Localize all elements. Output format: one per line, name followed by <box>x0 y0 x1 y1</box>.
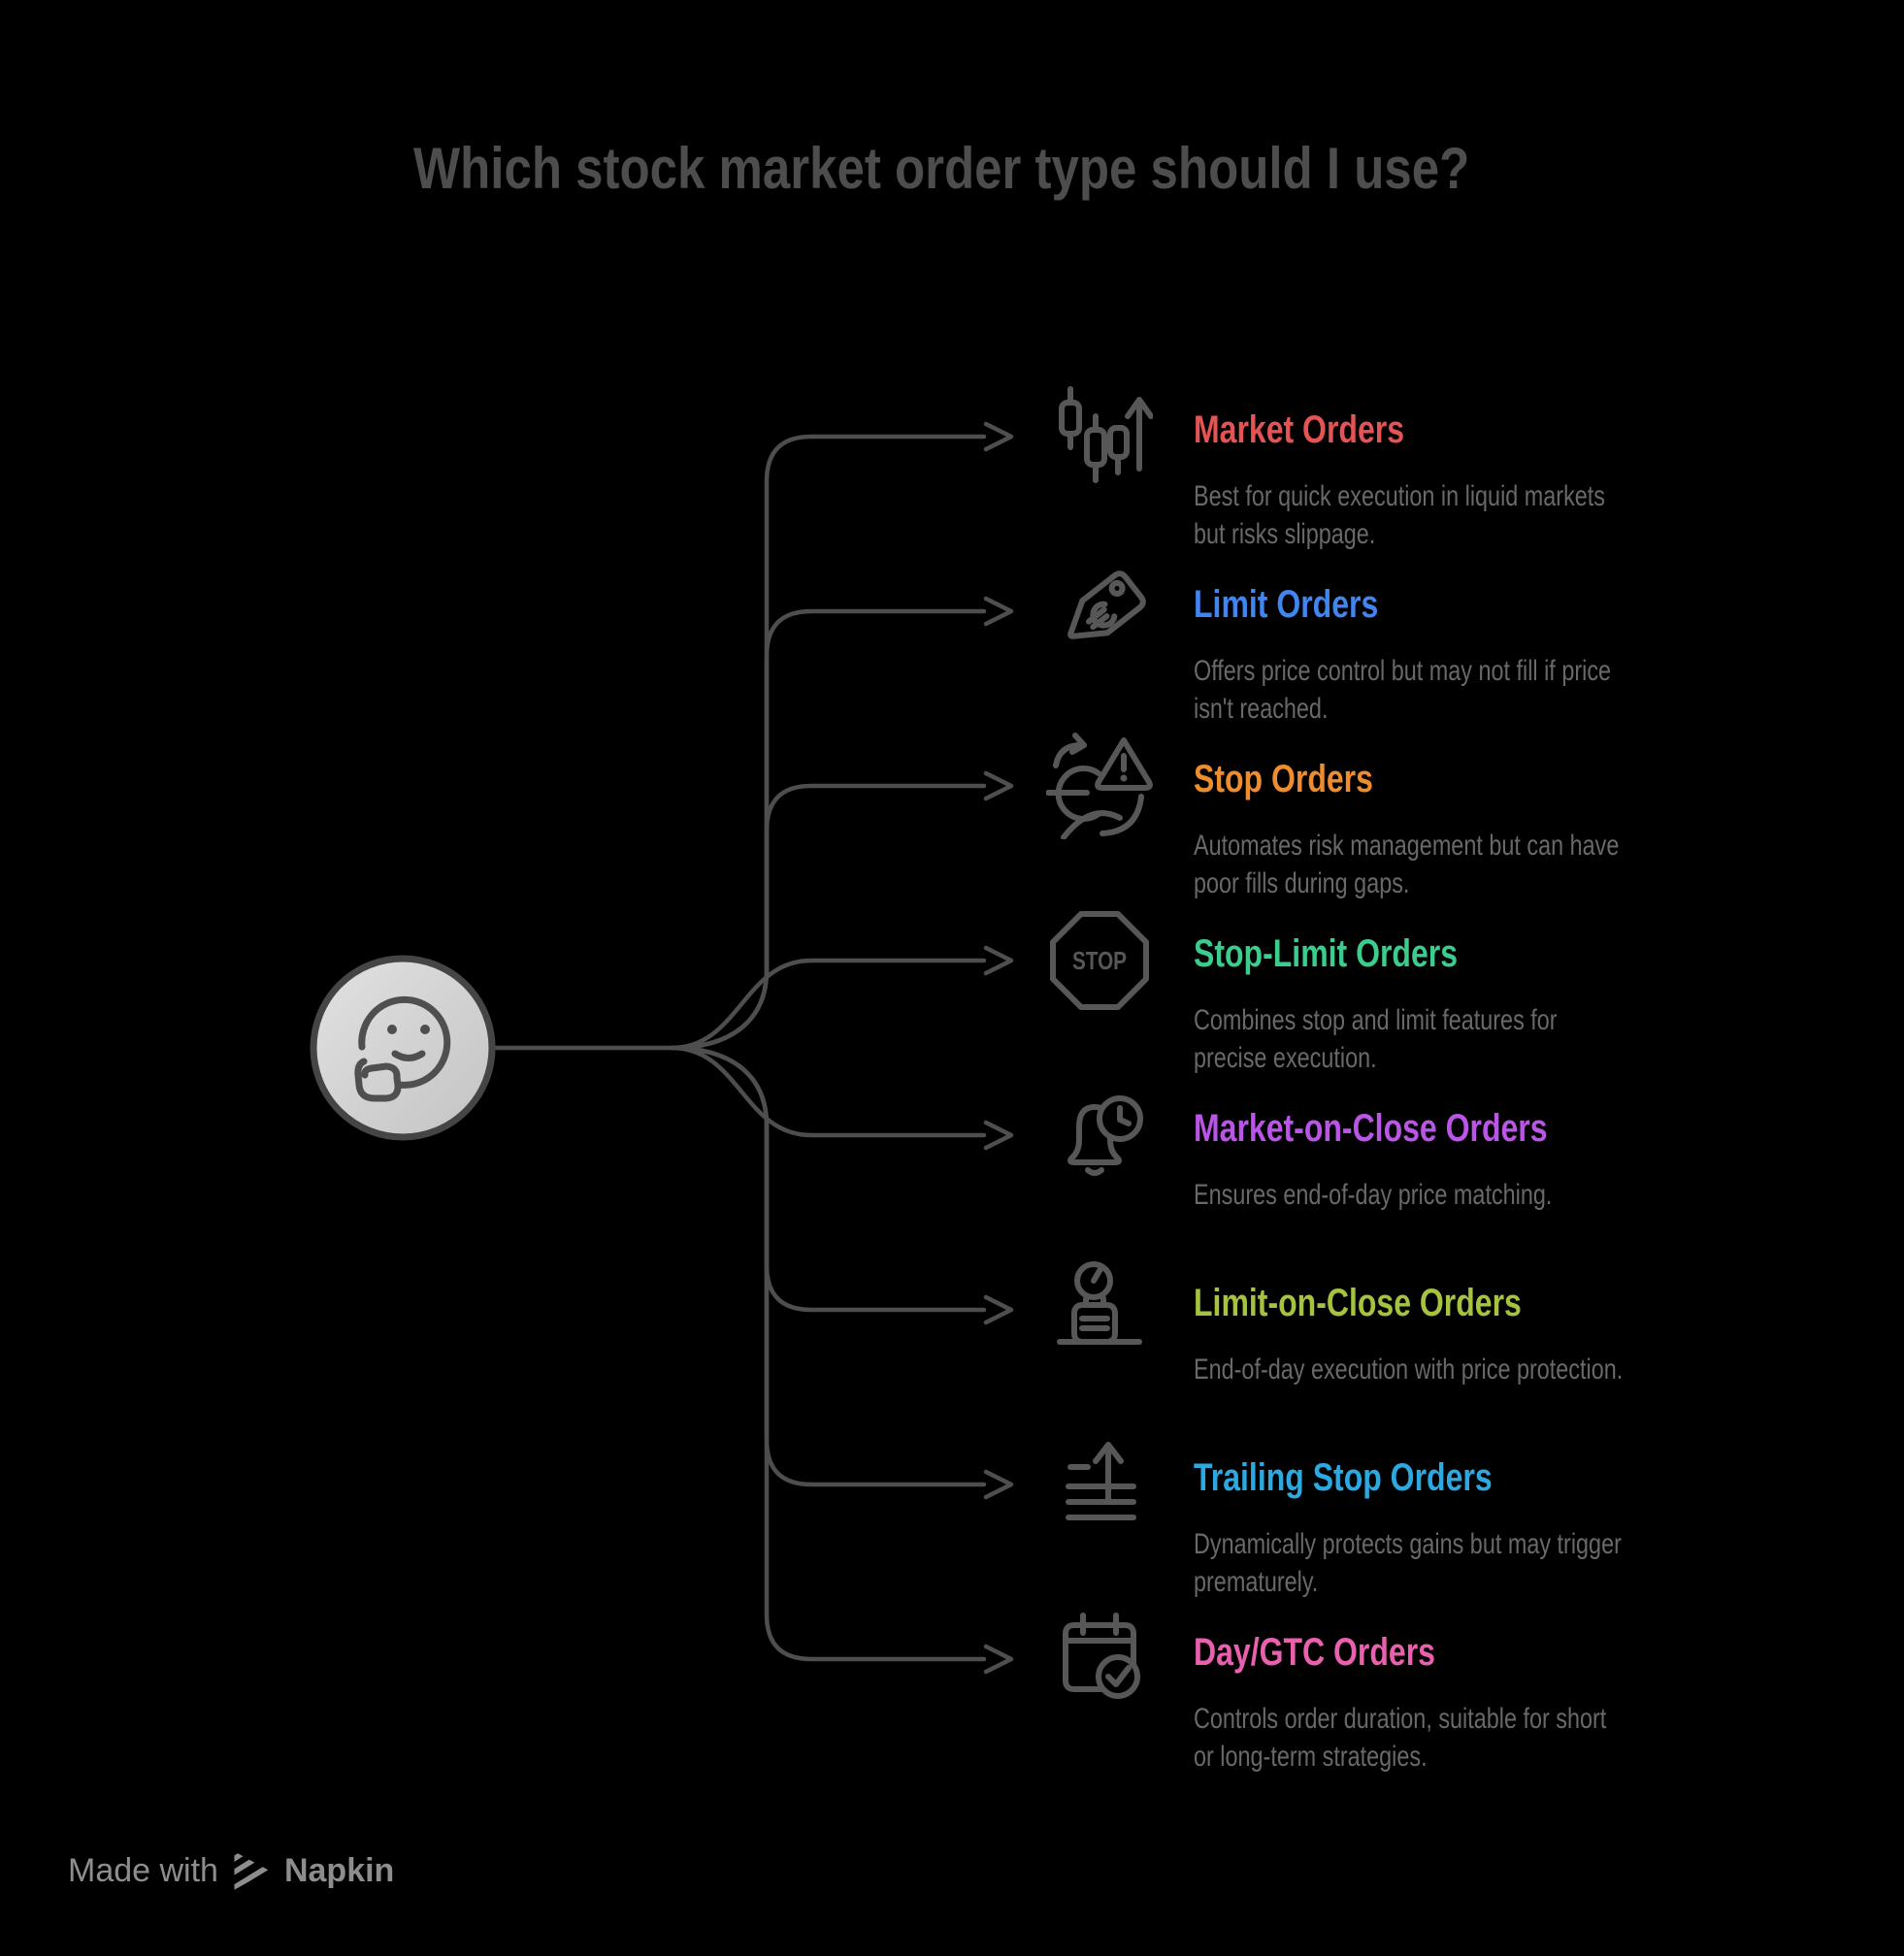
arrowhead-icon <box>983 945 1014 976</box>
item-description: Offers price control but may not fill if… <box>1194 655 1612 725</box>
calendar-check-icon <box>1063 1613 1140 1699</box>
item-title: Limit Orders <box>1194 583 1379 627</box>
price-tag-icon <box>1067 570 1146 639</box>
item-trailing-stop-orders: Trailing Stop Orders Dynamically protect… <box>0 1423 1904 1598</box>
item-description: End-of-day execution with price protecti… <box>1194 1353 1624 1386</box>
item-title: Stop Orders <box>1194 758 1373 801</box>
candlestick-chart-icon <box>1059 386 1153 483</box>
arrowhead-icon <box>983 596 1014 627</box>
arrowhead-icon <box>983 421 1014 452</box>
item-title: Stop-Limit Orders <box>1194 932 1459 976</box>
napkin-logo-icon <box>234 1851 270 1890</box>
item-title: Day/GTC Orders <box>1194 1631 1435 1675</box>
item-title: Trailing Stop Orders <box>1194 1456 1493 1500</box>
arrowhead-icon <box>983 770 1014 801</box>
connector-branch-8 <box>669 1045 987 1662</box>
item-description: Dynamically protects gains but may trigg… <box>1194 1528 1622 1598</box>
connector-branch-3 <box>669 783 987 1051</box>
brand-label: Napkin <box>283 1851 395 1889</box>
thinker-eye-right <box>420 1025 430 1034</box>
arrowhead-icon <box>983 1120 1014 1151</box>
item-stop-orders: Stop Orders Automates risk management bu… <box>0 725 1904 899</box>
gauge-bag-icon <box>1057 1261 1142 1345</box>
page-title: Which stock market order type should I u… <box>413 136 1470 201</box>
item-day-gtc-orders: Day/GTC Orders Controls order duration, … <box>0 1598 1904 1773</box>
item-description: Ensures end-of-day price matching. <box>1194 1179 1553 1211</box>
thinker-fist <box>354 1058 402 1102</box>
thinker-head <box>358 995 451 1089</box>
item-limit-orders: Limit Orders Offers price control but ma… <box>0 550 1904 725</box>
thinker-mouth <box>391 1050 426 1061</box>
footer: Made with Napkin <box>68 1849 394 1892</box>
item-description: Best for quick execution in liquid marke… <box>1194 480 1606 550</box>
trailing-arrow-icon <box>1066 1442 1136 1520</box>
stop-sign-text: STOP <box>1072 946 1127 975</box>
item-title: Limit-on-Close Orders <box>1194 1282 1522 1325</box>
thinking-face-icon <box>310 955 496 1141</box>
connector-branch-4 <box>669 958 987 1051</box>
item-limit-on-close-orders: Limit-on-Close Orders End-of-day executi… <box>0 1249 1904 1404</box>
connector-branch-5 <box>669 1045 987 1138</box>
arrowhead-icon <box>983 1469 1014 1500</box>
made-with-label: Made with <box>68 1851 218 1889</box>
stop-sign-icon: STOP <box>1050 911 1149 1010</box>
item-description: Combines stop and limit features for pre… <box>1194 1004 1558 1074</box>
item-title: Market Orders <box>1194 408 1404 452</box>
item-stop-limit-orders: STOP Stop-Limit Orders Combines stop and… <box>0 899 1904 1074</box>
item-description: Automates risk management but can have p… <box>1194 830 1620 899</box>
thinker-eye-left <box>387 1025 397 1034</box>
item-description: Controls order duration, suitable for sh… <box>1194 1703 1607 1773</box>
item-market-on-close-orders: Market-on-Close Orders Ensures end-of-da… <box>0 1074 1904 1229</box>
currency-warning-icon <box>1046 733 1153 839</box>
item-market-orders: Market Orders Best for quick execution i… <box>0 375 1904 550</box>
thinker-thumb <box>361 1062 401 1082</box>
arrowhead-icon <box>983 1294 1014 1325</box>
item-title: Market-on-Close Orders <box>1194 1107 1548 1151</box>
arrowhead-icon <box>983 1644 1014 1675</box>
bell-clock-icon <box>1067 1095 1143 1176</box>
